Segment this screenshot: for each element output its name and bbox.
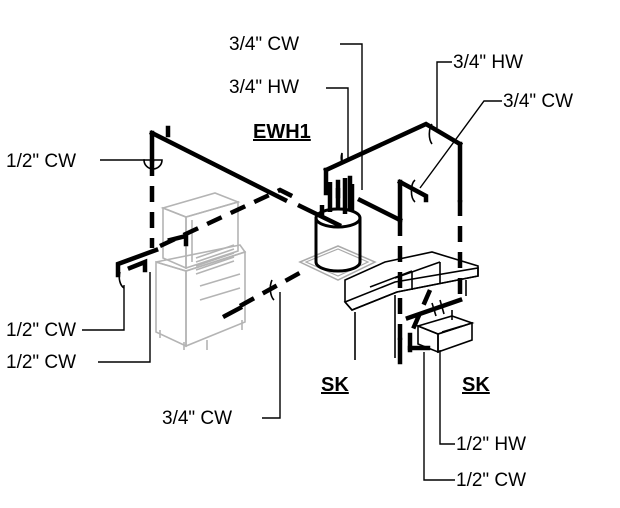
leader-lines (82, 43, 502, 481)
solid-pipes (115, 121, 464, 365)
ice-machine (155, 192, 247, 350)
marker-hw-top (340, 152, 343, 164)
leader-cw-lower-2 (98, 272, 151, 363)
leader-cw-top (340, 43, 363, 190)
leader-cw-sink (423, 352, 455, 481)
leader-hw-top (326, 87, 349, 158)
label-cw-top: 3/4" CW (229, 34, 299, 55)
marker-cw-right (410, 179, 416, 203)
marker-hw-right (428, 123, 433, 145)
leader-hw-sink (439, 350, 455, 445)
leader-hw-right (436, 61, 452, 128)
label-cw-lower-1: 1/2" CW (6, 320, 76, 341)
title-ewh1: EWH1 (253, 121, 311, 143)
three-compartment-sink (343, 251, 479, 360)
label-cw-lower-2: 1/2" CW (6, 352, 76, 373)
marker-cw-bottom (269, 279, 275, 301)
label-cw-right: 3/4" CW (503, 91, 573, 112)
title-sk-1: SK (321, 374, 349, 396)
label-hw-right: 3/4" HW (453, 52, 523, 73)
label-cw-left: 1/2" CW (6, 151, 76, 172)
title-sk-2: SK (462, 374, 490, 396)
label-cw-bottom: 3/4" CW (162, 408, 232, 429)
dashed-pipes (149, 160, 463, 340)
marker-cw-lower (118, 271, 125, 289)
leader-cw-lower-1 (82, 285, 125, 331)
leader-cw-right (419, 100, 502, 189)
label-cw-sink: 1/2" CW (456, 470, 526, 491)
label-hw-top: 3/4" HW (229, 77, 299, 98)
leader-cw-bottom (262, 292, 281, 419)
label-hw-sink: 1/2" HW (456, 434, 526, 455)
size-markers (118, 123, 433, 301)
ice-machine-louvers (195, 244, 235, 275)
marker-cw-left (143, 159, 163, 170)
